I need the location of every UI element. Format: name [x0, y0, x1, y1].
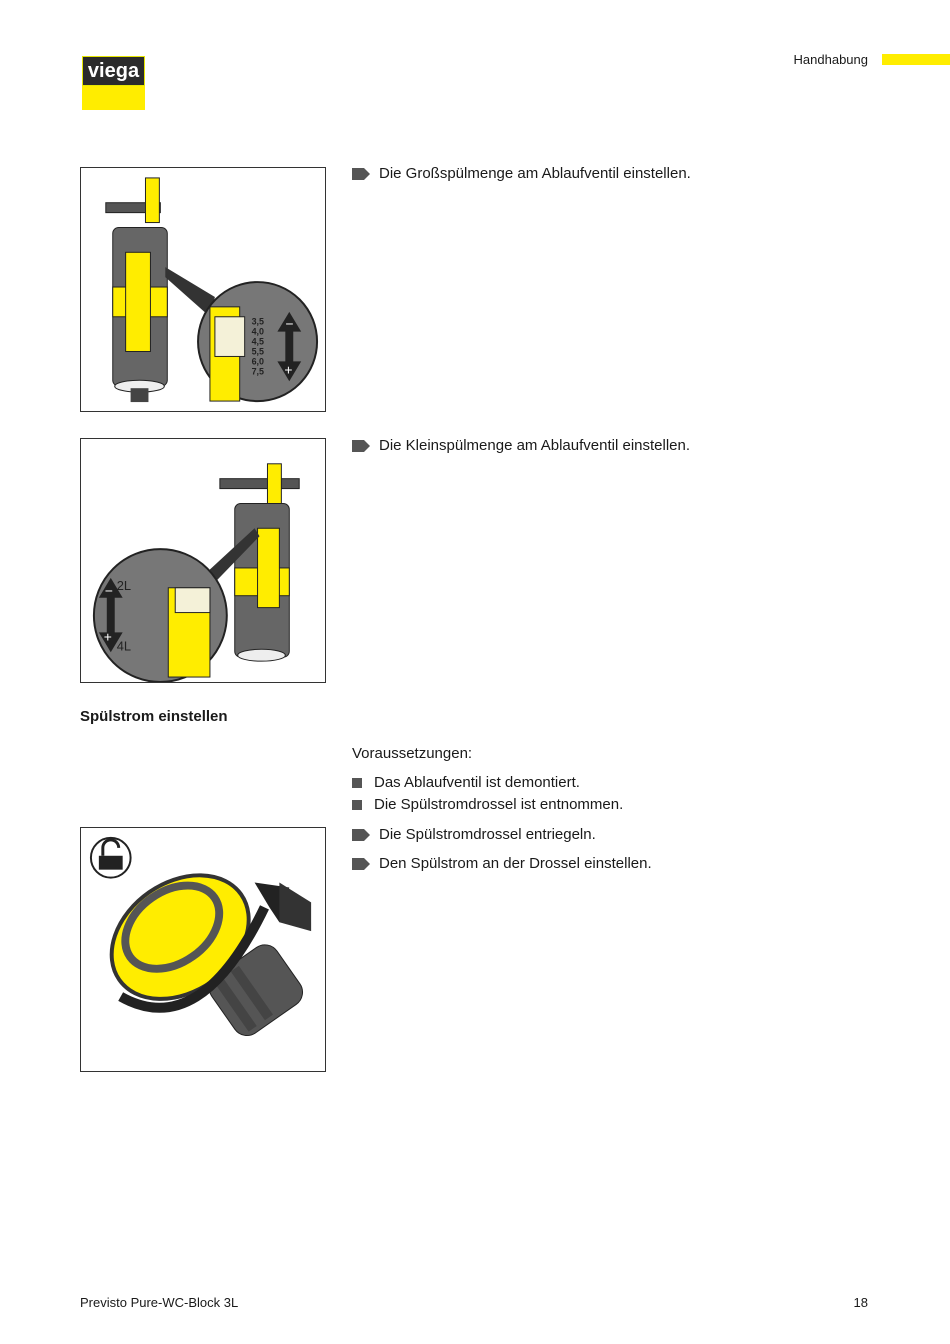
step-text: Die Spülstromdrossel entriegeln.: [379, 826, 596, 843]
minus-sign: −: [105, 583, 113, 599]
header-accent-bar: [882, 54, 950, 65]
step-arrow-icon: [352, 167, 370, 180]
logo-text: viega: [82, 56, 145, 86]
section-title: Handhabung: [793, 52, 868, 67]
figure-large-flush-valve: 3,5 4,0 4,5 5,5 6,0 7,5 − +: [80, 167, 326, 412]
plus-sign: +: [284, 361, 292, 377]
step-unlock-throttle: Die Spülstromdrossel entriegeln.: [352, 826, 596, 843]
bullet-square-icon: [352, 799, 362, 810]
scale-label: 5,5: [252, 346, 264, 356]
step-large-flush: Die Großspülmenge am Ablaufventil einste…: [352, 165, 691, 182]
prerequisite-text: Das Ablaufventil ist demontiert.: [374, 774, 580, 791]
footer-product-name: Previsto Pure-WC-Block 3L: [80, 1295, 239, 1310]
scale-label: 6,0: [252, 356, 264, 366]
prerequisite-text: Die Spülstromdrossel ist entnommen.: [374, 796, 624, 813]
scale-label: 7,5: [252, 366, 264, 376]
bullet-square-icon: [352, 777, 362, 788]
viega-logo: viega: [82, 56, 145, 110]
top-volume-label: 2L: [117, 578, 131, 593]
step-small-flush: Die Kleinspülmenge am Ablaufventil einst…: [352, 437, 690, 454]
step-set-flow: Den Spülstrom an der Drossel einstellen.: [352, 855, 652, 872]
figure-flow-throttle: [80, 827, 326, 1072]
figure-small-flush-valve: − + 2L 4L: [80, 438, 326, 683]
valve-illustration-1: 3,5 4,0 4,5 5,5 6,0 7,5 − +: [105, 177, 319, 403]
step-arrow-icon: [352, 439, 370, 452]
section-heading: Spülstrom einstellen: [80, 708, 228, 725]
unlock-icon: [89, 836, 132, 879]
valve-illustration-2: − + 2L 4L: [92, 463, 300, 682]
prerequisites-label: Voraussetzungen:: [352, 745, 473, 762]
prerequisite-item: Die Spülstromdrossel ist entnommen.: [352, 796, 623, 813]
step-arrow-icon: [352, 828, 370, 841]
logo-yellow-block: [82, 86, 145, 110]
step-text: Den Spülstrom an der Drossel einstellen.: [379, 855, 652, 872]
minus-sign: −: [285, 316, 293, 332]
prerequisite-item: Das Ablaufventil ist demontiert.: [352, 774, 580, 791]
step-text: Die Kleinspülmenge am Ablaufventil einst…: [379, 437, 691, 454]
scale-label: 4,5: [252, 337, 264, 347]
page-number: 18: [853, 1295, 868, 1310]
plus-sign: +: [104, 628, 112, 644]
step-text: Die Großspülmenge am Ablaufventil einste…: [379, 165, 691, 182]
throttle-illustration: [89, 836, 312, 1037]
scale-label: 3,5: [252, 317, 264, 327]
scale-label: 4,0: [252, 327, 264, 337]
bottom-volume-label: 4L: [117, 638, 131, 653]
step-arrow-icon: [352, 857, 370, 870]
